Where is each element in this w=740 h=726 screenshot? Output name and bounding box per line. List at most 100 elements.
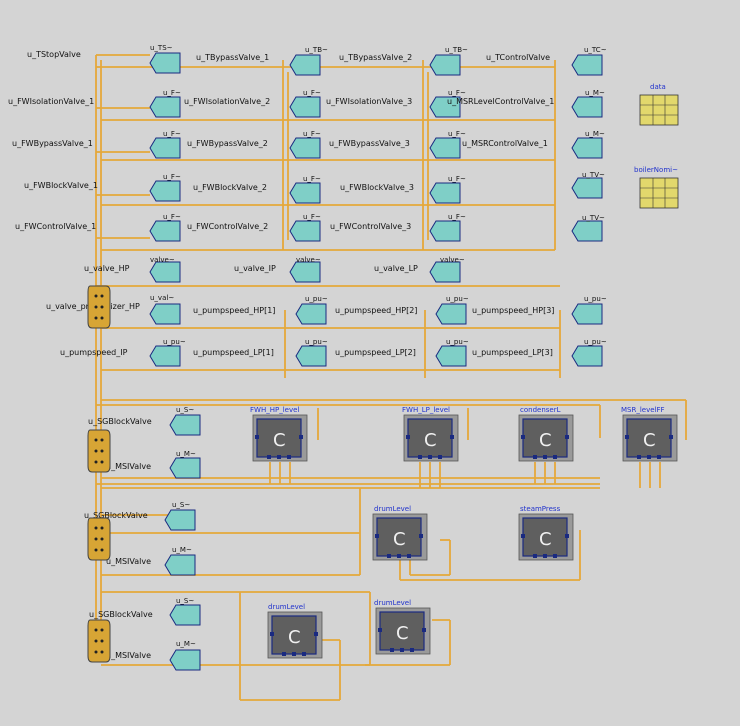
controller-symbol: C <box>643 430 656 451</box>
input-label: u_pumpspeed_LP[3] <box>472 348 553 357</box>
bus-connector[interactable] <box>87 517 111 561</box>
wires <box>95 54 687 701</box>
input-tag: u_F~ <box>303 213 321 221</box>
input-label: u_TBypassValve_2 <box>339 53 412 62</box>
input-tag: u_F~ <box>163 173 181 181</box>
input-label: u_MSRControlValve_1 <box>462 139 548 148</box>
input-tag: u_M~ <box>585 89 605 97</box>
controller-symbol: C <box>273 430 286 451</box>
bus-connector[interactable] <box>87 285 111 329</box>
input-label: u_FWControlValve_2 <box>187 222 268 231</box>
input-label: u_TBypassValve_1 <box>196 53 269 62</box>
input-tag: u_TB~ <box>445 46 468 54</box>
controller-title: drumLevel <box>374 505 411 513</box>
input-label: u_FWBypassValve_1 <box>12 139 93 148</box>
input-tag: u_F~ <box>163 213 181 221</box>
controller-title: condenserL <box>520 406 561 414</box>
controller-block[interactable]: C FWH_HP_level <box>250 406 308 462</box>
input-tag: u_M~ <box>176 640 196 648</box>
controller-block[interactable]: C condenserL <box>518 406 574 462</box>
input-tag: u_TV~ <box>582 214 605 222</box>
input-tag: u_pu~ <box>305 295 328 303</box>
input-tag: valve~ <box>440 256 465 264</box>
input-tag: u_S~ <box>172 501 190 509</box>
input-label: u_SGBlockValve <box>88 417 152 426</box>
input-tag: u_val~ <box>150 294 174 302</box>
input-tag: u_TB~ <box>305 46 328 54</box>
input-tag: u_pu~ <box>446 338 469 346</box>
input-label: u_FWBypassValve_3 <box>329 139 410 148</box>
input-tag: u_M~ <box>176 450 196 458</box>
input-label: u_MSIValve <box>106 557 151 566</box>
controller-block[interactable]: C FWH_LP_level <box>402 406 459 462</box>
input-label: u_pumpspeed_HP[1] <box>193 306 275 315</box>
input-label: u_FWBlockValve_3 <box>340 183 414 192</box>
input-label: u_pumpspeed_LP[1] <box>193 348 274 357</box>
input-tag: u_F~ <box>163 89 181 97</box>
input-label: u_valve_LP <box>374 264 418 273</box>
bus-connector[interactable] <box>87 429 111 473</box>
controller-block[interactable]: C drumLevel <box>372 505 428 561</box>
controller-symbol: C <box>539 529 552 550</box>
input-label: u_valve_HP <box>84 264 130 273</box>
input-tag: u_TC~ <box>584 46 607 54</box>
controller-symbol: C <box>424 430 437 451</box>
input-label: u_pumpspeed_IP <box>60 348 128 357</box>
input-tag: u_S~ <box>176 406 194 414</box>
input-label: u_TStopValve <box>27 50 81 59</box>
controller-blocks: C FWH_HP_level C FWH_LP_level C condense… <box>250 406 678 659</box>
input-label: u_pumpspeed_HP[2] <box>335 306 417 315</box>
controller-block[interactable]: C drumLevel <box>267 603 323 659</box>
input-tag: u_F~ <box>303 130 321 138</box>
input-label: u_MSIValve <box>106 651 151 660</box>
input-label: u_SGBlockValve <box>84 511 148 520</box>
input-label: u_FWIsolationValve_1 <box>8 97 94 106</box>
input-tag: u_S~ <box>176 597 194 605</box>
input-label: u_FWBlockValve_2 <box>193 183 267 192</box>
record-blocks: data boilerNomi~ <box>634 83 679 209</box>
record-title: data <box>650 83 666 91</box>
input-tag: u_M~ <box>172 546 192 554</box>
record-data[interactable]: data <box>639 83 679 126</box>
controller-block[interactable]: C steamPress <box>518 505 574 561</box>
input-tag: u_TV~ <box>582 171 605 179</box>
input-label: u_MSRLevelControlValve_1 <box>447 97 554 106</box>
input-tag: u_pu~ <box>584 295 607 303</box>
input-tag: u_pu~ <box>305 338 328 346</box>
input-tag: u_F~ <box>303 89 321 97</box>
controller-title: FWH_LP_level <box>402 406 450 414</box>
input-label: u_pumpspeed_LP[2] <box>335 348 416 357</box>
controller-title: steamPress <box>520 505 561 513</box>
input-label: u_TControlValve <box>486 53 550 62</box>
input-label: u_SGBlockValve <box>89 610 153 619</box>
input-blocks: u_TStopValve u_TS~ u_TBypassValve_1 u_TB… <box>8 44 607 671</box>
input-label: u_FWControlValve_3 <box>330 222 411 231</box>
input-label: u_FWBlockValve_1 <box>24 181 98 190</box>
controller-block[interactable]: C drumLevel <box>374 599 431 655</box>
record-boiler-nominal[interactable]: boilerNomi~ <box>634 166 679 209</box>
input-tag: u_F~ <box>448 89 466 97</box>
controller-symbol: C <box>396 623 409 644</box>
controller-title: drumLevel <box>374 599 411 607</box>
controller-block[interactable]: C MSR_levelFF <box>621 406 678 462</box>
input-label: u_valve_IP <box>234 264 276 273</box>
input-tag: u_F~ <box>448 175 466 183</box>
input-label: u_FWIsolationValve_2 <box>184 97 270 106</box>
record-title: boilerNomi~ <box>634 166 678 174</box>
input-tag: u_TS~ <box>150 44 173 52</box>
input-tag: u_F~ <box>448 130 466 138</box>
input-tag: u_pu~ <box>446 295 469 303</box>
input-tag: u_pu~ <box>163 338 186 346</box>
input-tag: u_F~ <box>303 175 321 183</box>
controller-symbol: C <box>288 627 301 648</box>
bus-connector[interactable] <box>87 619 111 663</box>
input-label: u_FWBypassValve_2 <box>187 139 268 148</box>
controller-symbol: C <box>539 430 552 451</box>
input-tag: u_pu~ <box>584 338 607 346</box>
input-label: u_pumpspeed_HP[3] <box>472 306 554 315</box>
controller-title: MSR_levelFF <box>621 406 665 414</box>
input-tag: valve~ <box>150 256 175 264</box>
input-label: u_MSIValve <box>106 462 151 471</box>
controller-title: drumLevel <box>268 603 305 611</box>
input-tag: u_M~ <box>585 130 605 138</box>
